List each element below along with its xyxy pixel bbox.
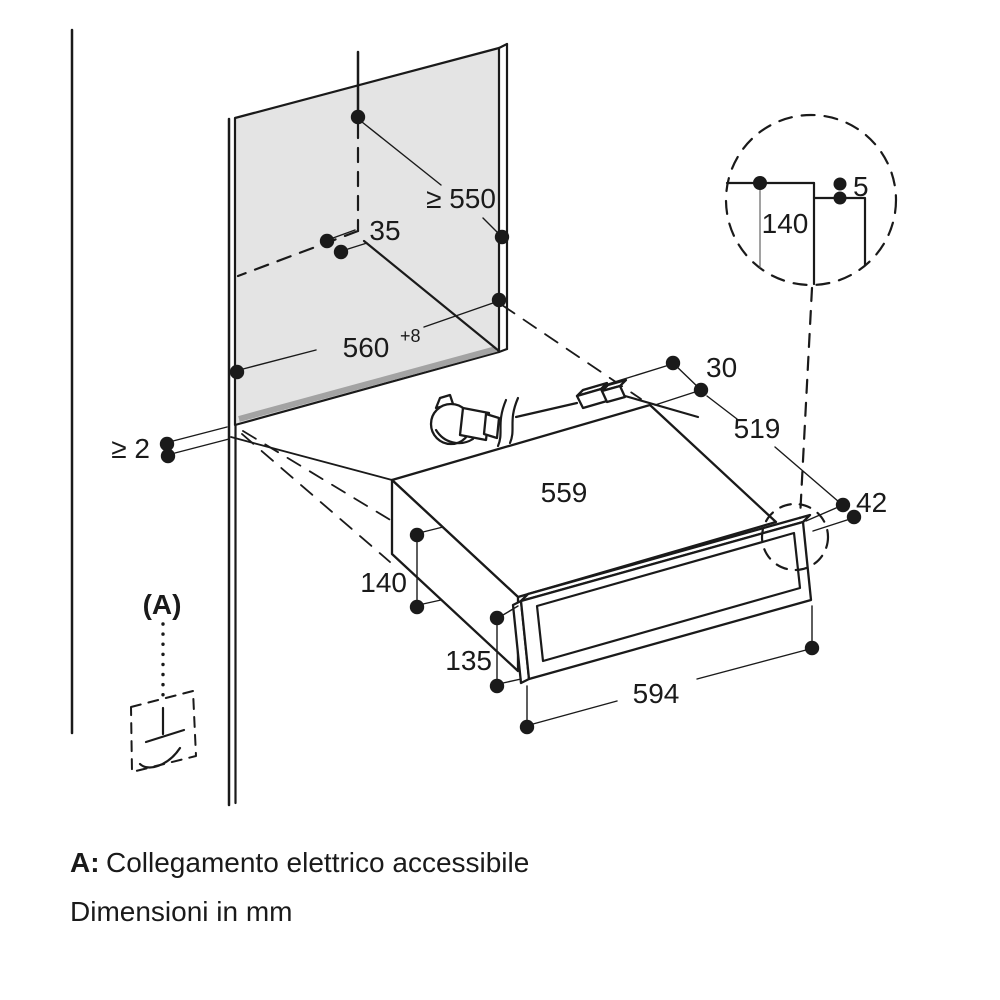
dim-dot xyxy=(846,509,862,525)
dim-appliance-width: 559 xyxy=(541,477,588,508)
dim-panel-width: 594 xyxy=(519,605,820,735)
dim-label-detail-height: 140 xyxy=(762,208,809,239)
dim-label-panel-width: 594 xyxy=(633,678,680,709)
dim-label-panel-height: 135 xyxy=(445,645,492,676)
dim-dot xyxy=(489,678,505,694)
dim-rear-clearance: 30 xyxy=(607,352,737,406)
power-cord-assembly xyxy=(429,378,700,448)
plug-pin-block xyxy=(458,406,491,442)
socket-symbol-lines xyxy=(144,706,186,744)
dim-label-bottom-gap: ≥ 2 xyxy=(111,433,150,464)
dim-appliance-height: 140 xyxy=(360,526,444,615)
cable-segment-left xyxy=(514,401,579,419)
plug-grip-band xyxy=(434,428,475,445)
leader-line xyxy=(332,229,368,250)
dim-dot xyxy=(491,292,507,308)
dim-dot xyxy=(489,610,505,626)
dim-label-niche-width: 560 xyxy=(343,332,390,363)
dim-niche-width: 560 +8 xyxy=(229,292,507,380)
dim-label-appliance-height: 140 xyxy=(360,567,407,598)
appliance-left-face xyxy=(390,478,520,673)
niche-bottom-shadow-edge xyxy=(238,346,497,422)
leader-line xyxy=(361,121,500,235)
front-panel-inner-frame xyxy=(535,531,802,663)
detail-source-circle xyxy=(760,502,830,572)
dim-bottom-gap: ≥ 2 xyxy=(111,426,230,464)
dim-label-rear-clearance: 30 xyxy=(706,352,737,383)
niche-right-edge-joins xyxy=(497,42,509,354)
leader-line xyxy=(242,302,494,370)
cable-segment-right xyxy=(623,394,700,419)
wall-and-cabinet xyxy=(70,28,237,807)
dim-appliance-depth: 519 xyxy=(706,395,840,503)
dim-dot xyxy=(519,719,535,735)
note-units: Dimensioni in mm xyxy=(70,896,293,927)
notes: A: Collegamento elettrico accessibile Di… xyxy=(70,847,529,927)
dim-dot xyxy=(333,244,349,260)
dim-dot xyxy=(833,177,847,191)
niche-back-corner-dashed-horizontal xyxy=(236,229,360,278)
dim-panel-height: 135 xyxy=(445,605,522,694)
dim-label-rear-offset: 35 xyxy=(369,215,400,246)
dim-label-niche-width-tolerance: +8 xyxy=(400,326,421,346)
electrical-callout: (A) xyxy=(130,589,197,773)
leader-line xyxy=(805,507,848,532)
leader-line xyxy=(526,605,813,725)
callout-label: (A) xyxy=(143,589,182,620)
dim-dot xyxy=(160,448,176,464)
dim-dot xyxy=(835,497,851,513)
appliance-body xyxy=(390,403,778,673)
leader-line xyxy=(607,362,702,406)
dim-dot xyxy=(319,233,335,249)
leader-line xyxy=(416,526,444,605)
projection-line-left-upper xyxy=(242,430,393,522)
dim-dot xyxy=(804,640,820,656)
detail-callout: 5 140 xyxy=(724,113,898,572)
plug-face-plate xyxy=(482,412,501,440)
leader-line xyxy=(496,605,522,684)
dim-rear-offset: 35 xyxy=(319,215,401,260)
dim-dot xyxy=(229,364,245,380)
dim-dot xyxy=(753,176,767,190)
leader-line xyxy=(706,395,840,503)
dim-label-niche-height: ≥ 550 xyxy=(426,183,496,214)
cable-break-wave-2 xyxy=(508,396,520,445)
dim-front-overhang: 42 xyxy=(805,487,887,532)
front-panel-outer-face xyxy=(519,520,813,681)
countertop-edge xyxy=(230,436,393,481)
dim-dot xyxy=(833,191,847,205)
leader-line xyxy=(172,426,230,454)
detail-circle xyxy=(724,113,898,287)
niche-back-panel xyxy=(233,46,501,427)
front-panel xyxy=(511,513,813,685)
note-a-text: Collegamento elettrico accessibile xyxy=(106,847,529,878)
dim-label-appliance-width: 559 xyxy=(541,477,588,508)
projection-line-left-lower xyxy=(241,433,391,563)
socket-symbol-arc xyxy=(138,746,182,769)
detail-panel-lines xyxy=(812,196,867,267)
dim-label-detail-gap: 5 xyxy=(853,171,869,202)
dim-dot xyxy=(350,109,366,125)
dim-dot xyxy=(409,599,425,615)
dim-label-appliance-depth: 519 xyxy=(734,413,781,444)
niche xyxy=(230,42,509,481)
dim-niche-height: ≥ 550 xyxy=(350,109,510,245)
detail-connector-dashed-line xyxy=(798,286,814,520)
dim-dot xyxy=(159,436,175,452)
connector-block-b xyxy=(600,384,627,404)
dim-dot xyxy=(409,527,425,543)
cable-break-wave-1 xyxy=(496,398,508,448)
outlet-dashed-box xyxy=(130,690,197,773)
note-a-key: A: xyxy=(70,847,100,878)
dim-label-front-overhang: 42 xyxy=(856,487,887,518)
niche-depth-diagonal-edge xyxy=(362,239,501,353)
